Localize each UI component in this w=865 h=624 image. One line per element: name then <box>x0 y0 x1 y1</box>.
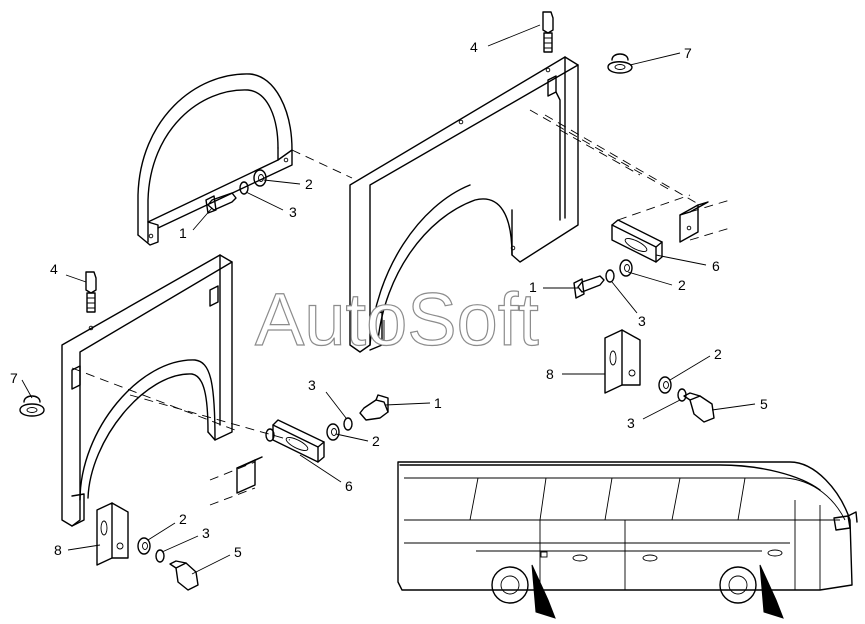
bolt-lower-middle <box>359 394 389 421</box>
callout-bolt-upper-right: 1 <box>529 279 537 295</box>
stud-lower <box>85 271 97 313</box>
bolt-upper-left <box>205 192 237 214</box>
angle-bracket-left <box>96 502 129 566</box>
angle-bracket-right <box>604 329 641 394</box>
support-block-right <box>679 201 709 243</box>
callout-clip-lower: 7 <box>10 370 18 386</box>
callout-slotted-bracket-lower: 6 <box>345 478 353 494</box>
callout-lockwasher-upper-right: 3 <box>638 313 646 329</box>
callout-numbers: 4 7 2 3 1 4 7 1 2 3 6 8 2 3 5 3 1 2 6 2 … <box>10 39 768 560</box>
washers <box>137 169 687 563</box>
clip-lower <box>19 395 45 417</box>
upper-right-fender-panel <box>349 56 579 353</box>
callout-washer-right: 2 <box>714 346 722 362</box>
screw-left <box>169 560 199 591</box>
callout-washer-middle: 2 <box>372 433 380 449</box>
callout-angle-bracket-right: 8 <box>546 366 554 382</box>
watermark: AutoSoft <box>255 278 539 361</box>
callout-lockwasher-right: 3 <box>627 415 635 431</box>
callout-bolt-upper-left: 1 <box>179 225 187 241</box>
callout-clip-upper: 7 <box>684 45 692 61</box>
callout-washer-upper-right: 2 <box>678 277 686 293</box>
callout-stud-upper: 4 <box>470 39 478 55</box>
callout-bolt-lower-middle: 1 <box>434 395 442 411</box>
stud-upper <box>542 11 554 73</box>
leader-lines <box>21 24 756 575</box>
callout-angle-bracket-left: 8 <box>54 542 62 558</box>
callout-screw-right: 5 <box>760 396 768 412</box>
lower-left-fender-panel <box>61 254 233 527</box>
slotted-bracket-lower <box>265 419 325 463</box>
screw-right <box>683 392 715 423</box>
callout-lockwasher-lower-left: 3 <box>202 525 210 541</box>
callout-lockwasher-middle: 3 <box>308 377 316 393</box>
upper-left-arch-bracket <box>137 73 293 246</box>
bolt-upper-right <box>573 275 605 299</box>
clip-upper <box>607 53 633 74</box>
callout-slotted-bracket-upper: 6 <box>712 258 720 274</box>
callout-stud-lower: 4 <box>50 261 58 277</box>
alignment-lines <box>71 109 731 506</box>
callout-washer-lower-left: 2 <box>179 511 187 527</box>
callout-screw-lower-left: 5 <box>234 544 242 560</box>
slotted-bracket-upper <box>611 219 663 263</box>
callout-lockwasher-upper-left: 3 <box>289 204 297 220</box>
support-block-left <box>236 456 263 494</box>
callout-washer-upper-left: 2 <box>305 176 313 192</box>
bus-location-view <box>397 461 858 619</box>
